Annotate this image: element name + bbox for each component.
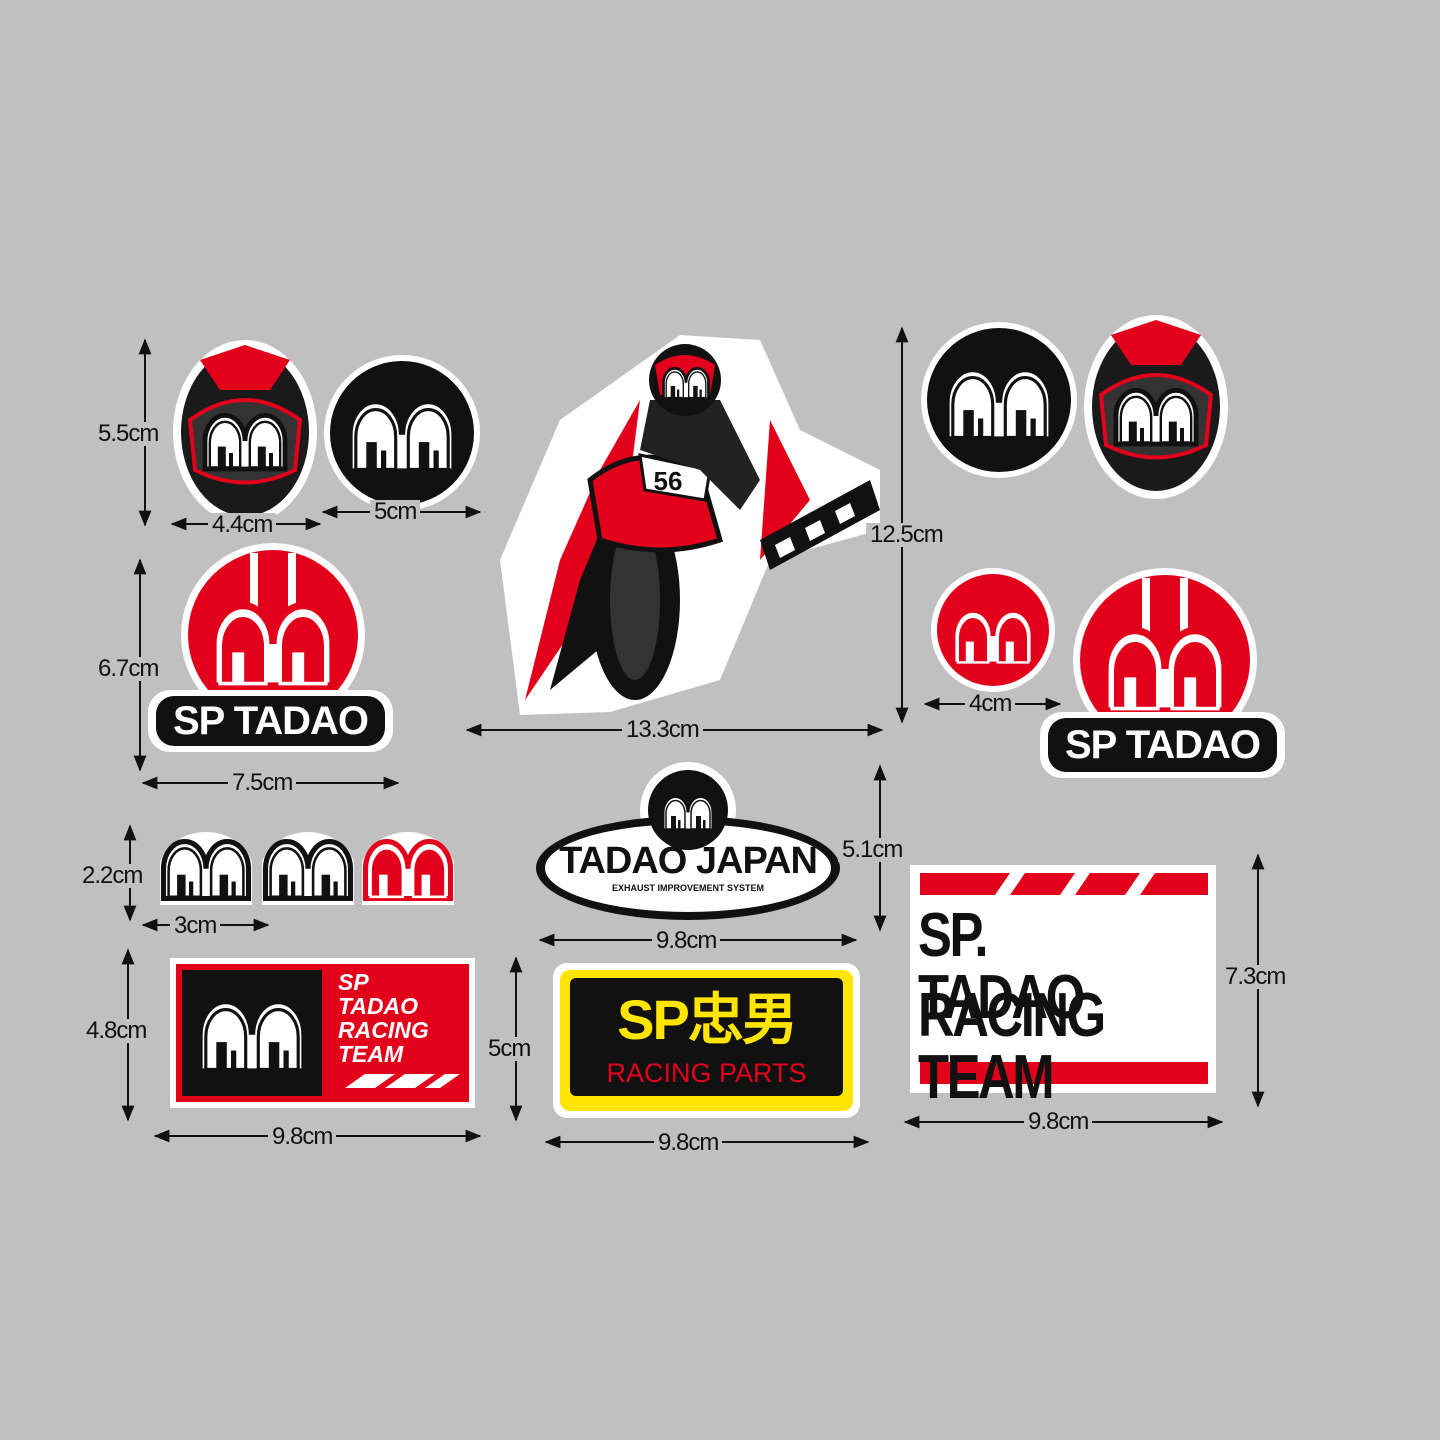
round-black-sticker-right — [921, 322, 1077, 478]
dim-yellow-card-height: 5cm — [484, 1037, 535, 1061]
dim-helmet-height: 5.5cm — [94, 422, 163, 446]
sp-tadao-right-label: SP TADAO — [1065, 723, 1261, 767]
tadao-japan-title: TADAO JAPAN — [559, 840, 818, 882]
small-red-circle-sticker — [931, 568, 1055, 692]
tadao-japan-subtitle: EXHAUST IMPROVEMENT SYSTEM — [611, 883, 764, 893]
checkered-flag — [760, 480, 880, 570]
red-card-text: SP TADAO RACING TEAM — [338, 970, 466, 1066]
eyes-sticker-2 — [262, 831, 354, 905]
helmet-sticker-right — [1084, 315, 1228, 499]
dim-yellow-card-width: 9.8cm — [654, 1131, 723, 1155]
red-racing-team-card — [170, 958, 475, 1108]
yellow-card-subtitle: RACING PARTS — [606, 1058, 807, 1088]
dim-eyes-height: 2.2cm — [78, 864, 147, 888]
yellow-racing-parts-card — [553, 963, 860, 1118]
white-racing-team-card — [910, 865, 1216, 1093]
dim-eyes-width: 3cm — [170, 914, 221, 938]
eyes-sticker-red — [362, 831, 454, 905]
dim-white-card-width: 9.8cm — [1024, 1110, 1093, 1134]
sp-tadao-sticker-left — [148, 543, 393, 752]
dim-helmet-width: 4.4cm — [208, 513, 277, 537]
dim-red-card-height: 4.8cm — [82, 1019, 151, 1043]
round-black-sticker-left — [324, 355, 480, 511]
sp-tadao-left-label: SP TADAO — [173, 699, 369, 743]
white-card-line-2: RACING TEAM — [918, 981, 1106, 1112]
yellow-card-title: SP忠男 — [617, 988, 798, 1051]
helmet-sticker-left — [173, 340, 317, 524]
dim-sp-tadao-height: 6.7cm — [94, 657, 163, 681]
red-card-line-3: RACING — [338, 1017, 429, 1043]
dim-sp-tadao-width: 7.5cm — [228, 771, 297, 795]
rider-number: 56 — [654, 466, 683, 496]
dim-white-card-height: 7.3cm — [1221, 965, 1290, 989]
dim-round-black-width: 5cm — [370, 500, 421, 524]
dim-red-card-width: 9.8cm — [268, 1125, 337, 1149]
white-card-line-1: SP. TADAO — [918, 901, 1085, 1032]
dim-tadao-japan-width: 9.8cm — [652, 929, 721, 953]
red-card-line-4: TEAM — [338, 1041, 404, 1067]
tadao-japan-sticker — [536, 762, 840, 920]
dim-small-red-width: 4cm — [965, 692, 1016, 716]
motorcycle-rider-sticker: 56 — [500, 335, 880, 715]
dim-motorcycle-width: 13.3cm — [622, 718, 703, 742]
red-card-line-1: SP — [338, 969, 369, 995]
dim-tadao-japan-height: 5.1cm — [838, 838, 907, 862]
eyes-sticker-1 — [160, 831, 252, 905]
dim-motorcycle-height: 12.5cm — [866, 523, 947, 547]
red-card-line-2: TADAO — [338, 993, 419, 1019]
sp-tadao-sticker-right — [1040, 568, 1285, 778]
